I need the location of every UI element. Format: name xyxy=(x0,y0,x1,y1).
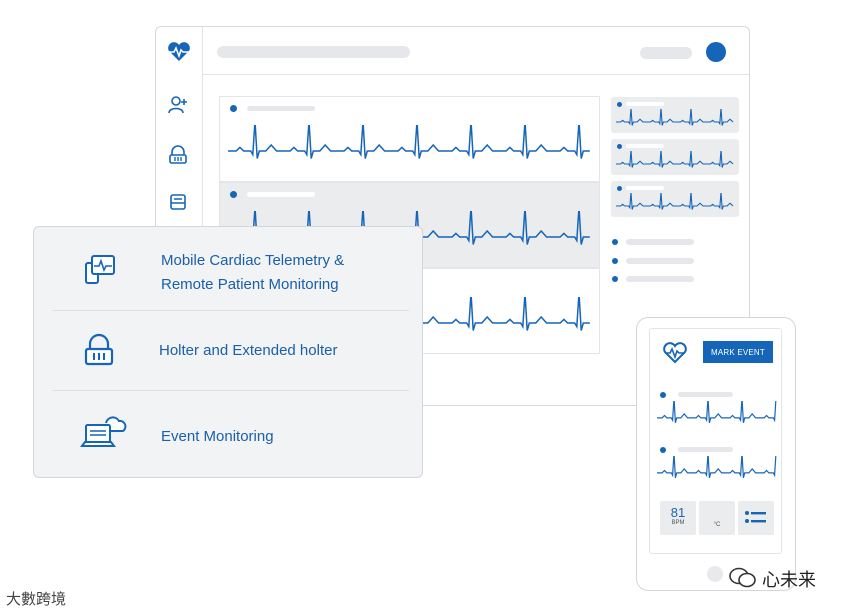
sidebar xyxy=(156,27,203,405)
service-label-line1: Mobile Cardiac Telemetry & xyxy=(161,252,345,269)
ecg-waveform xyxy=(616,151,734,168)
laptop-cloud-icon xyxy=(80,416,127,447)
holter-icon[interactable] xyxy=(167,144,189,166)
mobile-ecg-icon xyxy=(85,255,115,284)
ecg-waveform xyxy=(657,456,777,479)
ecg-panel[interactable] xyxy=(219,96,600,182)
heart-logo-icon xyxy=(168,42,190,61)
ecg-waveform xyxy=(657,401,777,424)
temperature-tile[interactable]: °C xyxy=(699,501,735,535)
watermark-right: 心未来 xyxy=(762,570,816,590)
bed-icon[interactable] xyxy=(167,191,189,213)
channel-label-placeholder xyxy=(626,186,664,190)
mini-ecg-panel[interactable] xyxy=(611,97,739,133)
list-dot xyxy=(612,239,618,245)
mini-ecg-panel[interactable] xyxy=(611,181,739,217)
search-placeholder[interactable] xyxy=(217,46,410,58)
top-bar xyxy=(202,27,749,75)
watermark-left: 大數跨境 xyxy=(6,591,67,608)
heart-logo-icon xyxy=(663,342,687,364)
phone-screen: MARK EVENT 81 BPM °C xyxy=(649,328,782,554)
channel-dot xyxy=(230,105,237,112)
channel-label-placeholder xyxy=(626,144,664,148)
list-item-placeholder xyxy=(626,276,694,282)
wechat-icon xyxy=(729,567,756,588)
channel-dot xyxy=(617,186,622,191)
heart-rate-unit: BPM xyxy=(671,520,685,526)
channel-dot xyxy=(230,191,237,198)
status-placeholder xyxy=(640,47,692,59)
mark-event-button[interactable]: MARK EVENT xyxy=(703,341,773,363)
channel-dot xyxy=(617,144,622,149)
channel-label-placeholder xyxy=(247,192,315,197)
list-dot xyxy=(612,276,618,282)
mini-ecg-panel[interactable] xyxy=(611,139,739,175)
channel-label-placeholder xyxy=(626,102,664,106)
list-item-placeholder xyxy=(626,239,694,245)
service-label: Event Monitoring xyxy=(161,428,274,445)
add-patient-icon[interactable] xyxy=(167,94,189,116)
service-item-mct[interactable]: Mobile Cardiac Telemetry & Remote Patien… xyxy=(34,227,422,310)
service-item-holter[interactable]: Holter and Extended holter xyxy=(34,311,422,390)
list-menu-icon xyxy=(745,511,766,523)
heart-rate-value: 81 xyxy=(670,505,686,520)
channel-dot xyxy=(660,447,666,453)
service-label-line2: Remote Patient Monitoring xyxy=(161,276,339,293)
ecg-waveform xyxy=(616,109,734,126)
ecg-waveform xyxy=(616,193,734,210)
services-card: Mobile Cardiac Telemetry & Remote Patien… xyxy=(33,226,423,478)
temperature-unit: °C xyxy=(713,522,721,528)
ecg-waveform xyxy=(228,125,590,159)
channel-dot xyxy=(617,102,622,107)
avatar[interactable] xyxy=(706,42,726,62)
list-dot xyxy=(612,258,618,264)
menu-tile[interactable] xyxy=(738,501,774,535)
channel-dot xyxy=(660,392,666,398)
channel-label-placeholder xyxy=(678,392,733,397)
service-item-event[interactable]: Event Monitoring xyxy=(34,391,422,477)
holter-device-icon xyxy=(84,333,114,366)
home-button[interactable] xyxy=(707,566,723,582)
divider xyxy=(52,390,409,391)
phone-device: MARK EVENT 81 BPM °C xyxy=(636,317,796,591)
channel-label-placeholder xyxy=(247,106,315,111)
channel-label-placeholder xyxy=(678,447,733,452)
list-item-placeholder xyxy=(626,258,694,264)
heart-rate-tile[interactable]: 81 BPM xyxy=(660,501,696,535)
divider xyxy=(52,310,409,311)
service-label: Holter and Extended holter xyxy=(159,342,338,359)
